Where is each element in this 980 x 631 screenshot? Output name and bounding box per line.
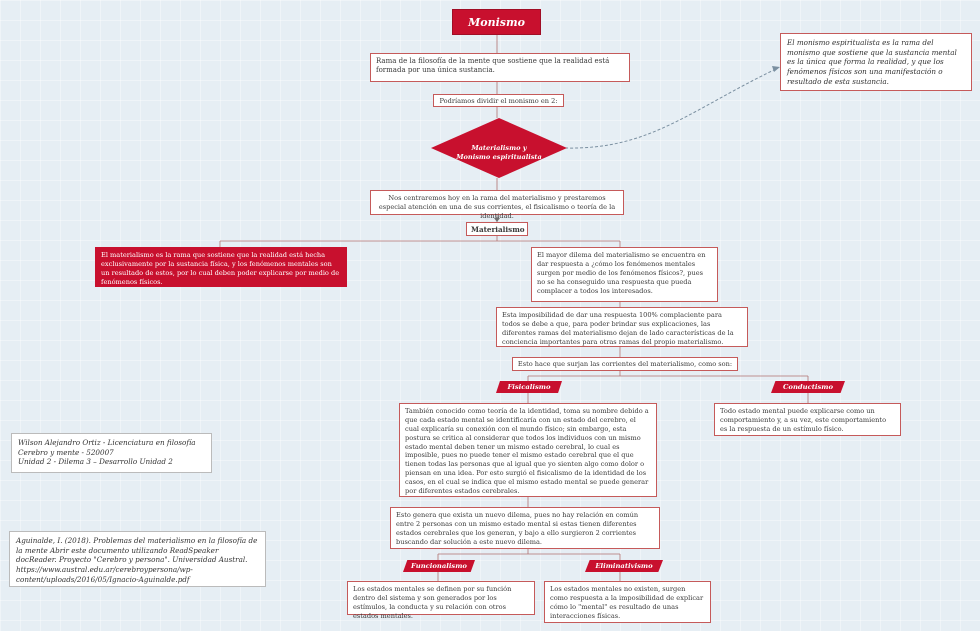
eliminativismo-tag[interactable]: Eliminativismo bbox=[585, 560, 663, 572]
materialismo-node[interactable]: Materialismo bbox=[466, 222, 528, 236]
fisicalismo-tag[interactable]: Fisicalismo bbox=[496, 381, 562, 393]
fisicalismo-node[interactable]: También conocido como teoría de la ident… bbox=[399, 403, 657, 497]
nuevo-dilema-node[interactable]: Esto genera que exista un nuevo dilema, … bbox=[390, 507, 660, 549]
author-line1: Wilson Alejandro Ortiz - Licenciatura en… bbox=[18, 438, 196, 447]
conductismo-node[interactable]: Todo estado mental puede explicarse como… bbox=[714, 403, 901, 436]
division-intro-node[interactable]: Podríamos dividir el monismo en 2: bbox=[433, 94, 564, 107]
author-note[interactable]: Wilson Alejandro Ortiz - Licenciatura en… bbox=[11, 433, 212, 473]
funcionalismo-node[interactable]: Los estados mentales se definen por su f… bbox=[347, 581, 535, 620]
spiritualism-note[interactable]: El monismo espiritualista es la rama del… bbox=[780, 33, 972, 91]
definition-node[interactable]: Rama de la filosofía de la mente que sos… bbox=[370, 53, 630, 82]
reference-note[interactable]: Aguinalde, I. (2018). Problemas del mate… bbox=[9, 531, 266, 587]
diamond-line1: Materialismo y bbox=[471, 144, 527, 153]
eliminativismo-node[interactable]: Los estados mentales no existen, surgen … bbox=[544, 581, 711, 623]
materialismo-definition-node[interactable]: El materialismo es la rama que sostiene … bbox=[95, 247, 347, 287]
author-line2: Cerebro y mente - 520007 bbox=[18, 447, 114, 457]
diamond-label[interactable]: Materialismo y Monismo espiritualista bbox=[434, 131, 564, 175]
conductismo-tag[interactable]: Conductismo bbox=[771, 381, 845, 393]
diamond-line2: Monismo espiritualista bbox=[456, 153, 542, 161]
funcionalismo-tag[interactable]: Funcionalismo bbox=[403, 560, 475, 572]
dilema-node[interactable]: El mayor dilema del materialismo se encu… bbox=[531, 247, 718, 302]
author-line3: Unidad 2 - Dilema 3 – Desarrollo Unidad … bbox=[18, 457, 173, 467]
title-node[interactable]: Monismo bbox=[452, 9, 541, 35]
focus-node[interactable]: Nos centraremos hoy en la rama del mater… bbox=[370, 190, 624, 220]
corrientes-node[interactable]: Esto hace que surjan las corrientes del … bbox=[512, 357, 738, 371]
diamond-shape bbox=[431, 118, 567, 178]
imposibilidad-node[interactable]: Esta imposibilidad de dar una respuesta … bbox=[496, 307, 748, 347]
